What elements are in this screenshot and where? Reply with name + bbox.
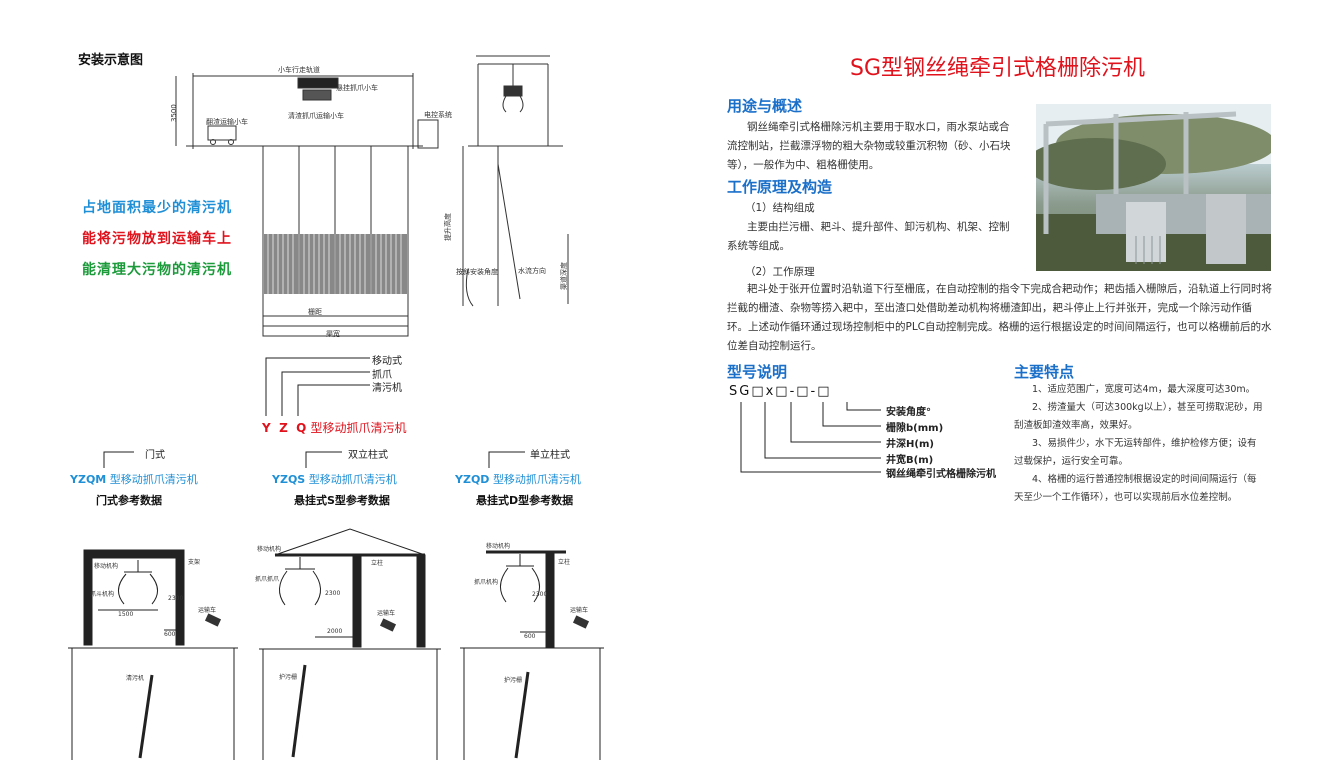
m1-label-2: 抓斗机构	[90, 590, 114, 598]
m2-label-5: 运输车	[377, 609, 395, 617]
m2-label-4: 立柱	[371, 559, 383, 567]
legend-item-claw: 抓爪	[372, 370, 392, 381]
model-code: SG□x□-□-□	[729, 384, 832, 399]
work-heading: （2）工作原理	[745, 266, 815, 278]
type2-caption: 悬挂式S型参考数据	[294, 494, 390, 507]
slogan-1: 占地面积最少的清污机	[82, 200, 232, 216]
type2-code: YZQS	[272, 473, 306, 486]
m3-label-0: 移动机构	[486, 542, 510, 550]
model-item-gap: 栅隙b(mm)	[886, 423, 944, 434]
type1-bracket	[103, 451, 134, 468]
model-item-depth: 井深H(m)	[886, 439, 934, 450]
model-item-name: 钢丝绳牵引式格栅除污机	[886, 469, 996, 480]
type1-annot: 门式	[145, 450, 165, 461]
label-water: 水流方向	[518, 266, 546, 275]
label-control: 电控系统	[424, 110, 452, 119]
installation-diagram: 小车行走轨道 悬挂抓爪小车 清渣抓爪运输小车 翻渣运输小车 电控系统 3500 …	[170, 54, 569, 338]
code-letter-q: Q	[296, 421, 307, 435]
feature-item-3: 3、易损件少，水下无运转部件，维护检修方便；设有过载保护，运行安全可靠。	[1014, 438, 1257, 467]
label-h3500: 3500	[170, 104, 178, 122]
m3-label-2: 立柱	[558, 558, 570, 566]
m2-label-1: 抓爪抓爪	[255, 575, 279, 583]
m2-label-3: 2300	[325, 590, 340, 597]
mini-diagram-double-column: 移动机构 抓爪抓爪 2000 2300 立柱 运输车 护污栅	[255, 528, 441, 760]
type2-name: 型移动抓爪清污机	[308, 473, 397, 486]
type3-bracket	[488, 451, 525, 468]
product-photo	[1036, 104, 1271, 271]
model-heading: 型号说明	[727, 363, 788, 381]
feature-item-4: 4、格栅的运行普通控制根据设定的时间间隔运行（每天至少一个工作循环），也可以实现…	[1014, 474, 1257, 503]
label-hoist: 悬挂抓爪小车	[336, 83, 378, 92]
type1-code: YZQM	[70, 473, 107, 486]
type3-code: YZQD	[455, 473, 490, 486]
m1-label-6: 清污机	[126, 674, 144, 682]
label-install: 按斜安装角度	[456, 267, 498, 276]
m3-label-4: 2300	[532, 591, 547, 598]
label-transport: 翻渣运输小车	[206, 117, 248, 126]
label-trash-truck: 清渣抓爪运输小车	[288, 111, 344, 120]
legend-item-cleaner: 清污机	[372, 383, 402, 394]
type1-name: 型移动抓爪清污机	[109, 473, 198, 486]
type2-annot: 双立柱式	[348, 450, 388, 461]
type3-name: 型移动抓爪清污机	[492, 473, 581, 486]
type2-bracket	[305, 451, 342, 468]
code-text: 型移动抓爪清污机	[310, 421, 407, 435]
label-grid-w: 栅距	[308, 307, 322, 316]
features-list: 1、适应范围广，宽度可达4m，最大深度可达30m。 2、捞渣量大（可达300kg…	[1014, 381, 1266, 507]
structure-heading: （1）结构组成	[745, 202, 815, 214]
usage-heading: 用途与概述	[727, 97, 803, 115]
type3-annot: 单立柱式	[530, 450, 570, 461]
legend-item-mobile: 移动式	[372, 356, 402, 367]
model-item-width: 井宽B(m)	[886, 455, 934, 466]
type1-line: YZQM 型移动抓爪清污机	[70, 471, 198, 487]
label-depth: 渠道深度	[559, 262, 568, 290]
m2-label-0: 移动机构	[257, 545, 281, 553]
mini-diagram-portal: 移动机构 支架 抓斗机构 1500 600 2300 清污机 运输车	[68, 549, 238, 760]
model-legend-lines	[740, 402, 881, 473]
m3-label-5: 运输车	[570, 606, 588, 614]
m1-label-3: 1500	[118, 611, 133, 618]
label-lift: 提升高度	[443, 213, 452, 241]
m1-label-5: 2300	[168, 595, 183, 602]
slogan-2: 能将污物放到运输车上	[82, 231, 232, 247]
feature-item-1: 1、适应范围广，宽度可达4m，最大深度可达30m。	[1032, 384, 1256, 395]
work-text: 耙斗处于张开位置时沿轨道下行至栅底，在自动控制的指令下完成合耙动作；耙齿插入栅隙…	[727, 283, 1272, 352]
feature-item-2: 2、捞渣量大（可达300kg以上），甚至可捞取泥砂，用刮渣板卸渣效率高，效果好。	[1014, 402, 1263, 431]
code-legend-lines	[265, 357, 370, 416]
m1-label-1: 支架	[188, 558, 200, 566]
m1-label-0: 移动机构	[94, 562, 118, 570]
page-title: SG型钢丝绳牵引式格栅除污机	[850, 56, 1146, 81]
m3-label-3: 600	[524, 633, 536, 640]
code-letter-z: Z	[279, 421, 288, 435]
slogan-3: 能清理大污物的清污机	[82, 262, 232, 278]
label-rail: 小车行走轨道	[278, 65, 320, 74]
type1-caption: 门式参考数据	[96, 494, 162, 507]
structure-text: 主要由拦污栅、耙斗、提升部件、卸污机构、机架、控制系统等组成。	[727, 221, 1010, 252]
m3-label-1: 抓爪机构	[474, 578, 498, 586]
m1-label-7: 运输车	[198, 606, 216, 614]
product-photo-drawing	[1036, 104, 1271, 271]
code-letter-y: Y	[262, 421, 271, 435]
model-item-angle: 安装角度°	[886, 407, 931, 418]
type3-caption: 悬挂式D型参考数据	[476, 494, 574, 507]
type3-line: YZQD 型移动抓爪清污机	[455, 471, 581, 487]
m1-label-4: 600	[164, 631, 176, 638]
type2-line: YZQS 型移动抓爪清污机	[272, 471, 397, 487]
m3-label-6: 护污栅	[504, 676, 522, 684]
m2-label-6: 护污栅	[279, 673, 297, 681]
principle-heading: 工作原理及构造	[727, 178, 833, 196]
features-heading: 主要特点	[1014, 363, 1075, 381]
usage-text: 钢丝绳牵引式格栅除污机主要用于取水口，雨水泵站或合流控制站，拦截漂浮物的粗大杂物…	[727, 121, 1011, 171]
code-yzq: Y Z Q 型移动抓爪清污机	[262, 419, 407, 436]
mini-diagram-single-column: 移动机构 抓爪机构 立柱 600 2300 运输车 护污栅	[460, 542, 604, 760]
label-w3000: 3000	[504, 54, 522, 56]
install-diagram-title: 安装示意图	[78, 53, 144, 68]
label-channel-w: 渠宽	[326, 329, 340, 338]
m2-label-2: 2000	[327, 628, 342, 635]
